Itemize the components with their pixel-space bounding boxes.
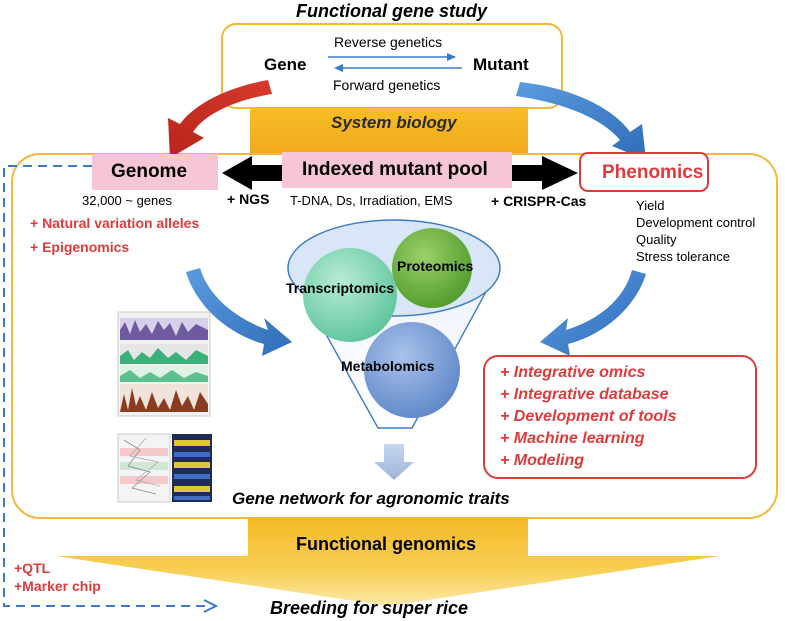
mutant-to-phenomics-arrow: [516, 82, 646, 160]
integrative-omics-item: + Integrative omics: [500, 364, 646, 381]
page-title: Functional gene study: [296, 1, 488, 21]
natural-variation-label: + Natural variation alleles: [30, 215, 200, 231]
marker-chip-label: +Marker chip: [14, 578, 101, 594]
mutant-pool-label: Indexed mutant pool: [302, 159, 488, 180]
qtl-label: +QTL: [14, 560, 51, 576]
proteomics-circle: [392, 228, 472, 308]
metabolomics-circle: [364, 322, 460, 418]
reverse-genetics-label: Reverse genetics: [334, 34, 443, 50]
genome-gene-count: 32,000 ~ genes: [82, 193, 172, 208]
top-box: [221, 23, 563, 109]
development-of-tools-item: + Development of tools: [500, 408, 677, 425]
phenomics-to-funnel-arrow: [540, 270, 646, 356]
trait-yield: Yield: [636, 198, 665, 213]
pool-to-genome-arrow: [222, 156, 282, 190]
qtl-breeding-arrowhead: [203, 599, 219, 613]
proteomics-label: Proteomics: [397, 258, 474, 274]
genome-box: [92, 154, 218, 190]
forward-genetics-arrow: [334, 64, 462, 72]
phenomics-box: [579, 152, 709, 192]
modeling-item: + Modeling: [500, 452, 584, 469]
trait-quality: Quality: [636, 232, 677, 247]
transcriptomics-label: Transcriptomics: [286, 280, 395, 296]
system-biology-label: System biology: [331, 113, 457, 132]
epigenomics-label: + Epigenomics: [30, 239, 130, 255]
mutant-pool-box: [282, 152, 512, 188]
pool-to-phenomics-arrow: [512, 156, 578, 190]
mutant-pool-methods: T-DNA, Ds, Irradiation, EMS: [290, 193, 453, 208]
qtl-breeding-dashed-arrow: [3, 165, 210, 607]
functional-genomics-arrow: [56, 518, 720, 606]
metabolomics-label: Metabolomics: [341, 358, 435, 374]
omics-data-thumbnail: [117, 311, 211, 417]
reverse-genetics-arrow: [328, 53, 456, 61]
gene-label: Gene: [264, 55, 307, 74]
trait-stress-tolerance: Stress tolerance: [636, 249, 730, 264]
trait-development-control: Development control: [636, 215, 756, 230]
funnel-down-arrow: [374, 444, 414, 480]
ngs-label: + NGS: [227, 191, 270, 207]
mutant-label: Mutant: [473, 55, 529, 74]
gene-network-label: Gene network for agronomic traits: [232, 489, 510, 508]
genome-to-funnel-arrow: [186, 268, 292, 356]
functional-genomics-label: Functional genomics: [296, 534, 477, 554]
integrative-box: [483, 355, 757, 479]
machine-learning-item: + Machine learning: [500, 430, 645, 447]
gene-to-genome-arrow: [168, 80, 272, 158]
integrative-database-item: + Integrative database: [500, 386, 669, 403]
transcriptomics-circle: [303, 248, 397, 342]
crispr-label: + CRISPR-Cas: [491, 193, 587, 209]
forward-genetics-label: Forward genetics: [333, 77, 441, 93]
phenomics-label: Phenomics: [602, 162, 704, 183]
genome-label: Genome: [111, 161, 188, 182]
network-heatmap-thumbnail: [117, 433, 212, 503]
breeding-label: Breeding for super rice: [270, 598, 469, 618]
